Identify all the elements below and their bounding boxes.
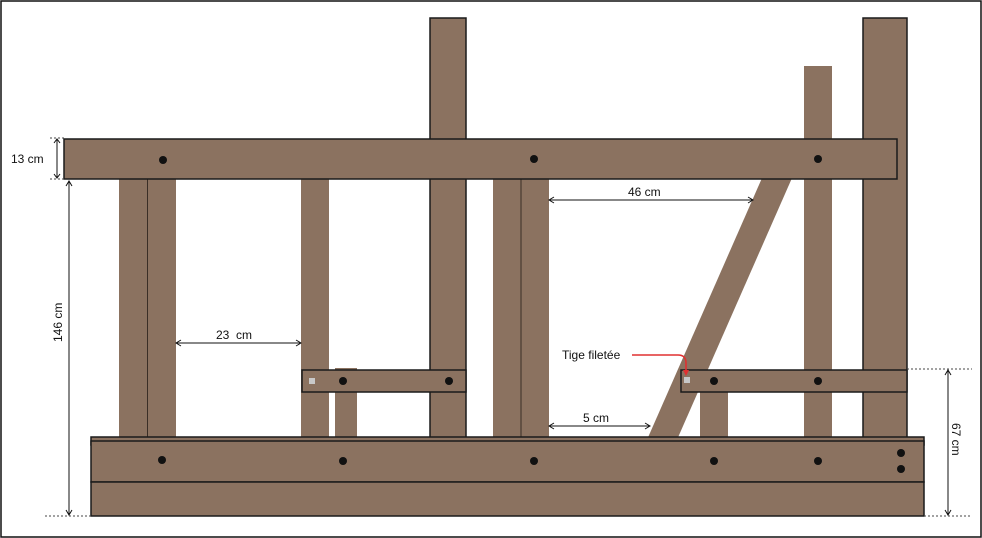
- bolt: [897, 465, 905, 473]
- bolt: [710, 457, 718, 465]
- post-center-b: [521, 178, 549, 442]
- bolt: [530, 155, 538, 163]
- threaded-rod-end-left: [309, 378, 315, 384]
- dimension-label-67cm: 67 cm: [949, 423, 963, 456]
- cross-rail-left: [301, 369, 467, 393]
- top-beam: [63, 138, 898, 180]
- bolt: [339, 457, 347, 465]
- bolt: [445, 377, 453, 385]
- bolt: [339, 377, 347, 385]
- bolt: [159, 156, 167, 164]
- bolt: [158, 456, 166, 464]
- bolts: [158, 155, 905, 473]
- bolt: [897, 449, 905, 457]
- post-left-a: [119, 178, 147, 442]
- dimension-label-13cm: 13 cm: [11, 152, 44, 166]
- post-center-a: [493, 178, 521, 442]
- bolt: [814, 457, 822, 465]
- annotation-threaded-rod: Tige filetée: [562, 348, 689, 376]
- dimension-label-146cm: 146 cm: [51, 303, 65, 342]
- bolt: [530, 457, 538, 465]
- dimension-label-46cm: 46 cm: [628, 185, 661, 199]
- post-left-b: [148, 178, 176, 442]
- bolt: [814, 155, 822, 163]
- post-mid-left: [301, 178, 329, 442]
- dimension-top-beam: 13 cm: [11, 137, 64, 180]
- dimension-brace-gap: 46 cm: [548, 185, 754, 204]
- base-beam-upper: [90, 440, 925, 483]
- dimension-small-gap: 5 cm: [548, 411, 651, 430]
- dimension-label-23cm: 23 cm: [216, 328, 252, 342]
- bolt: [710, 377, 718, 385]
- short-block-right: [700, 384, 728, 442]
- base-beam-lower: [90, 481, 925, 517]
- threaded-rod-end-right: [684, 377, 690, 383]
- annotation-label-threaded-rod: Tige filetée: [562, 348, 621, 362]
- dimension-total-height: 146 cm: [45, 180, 91, 517]
- dimension-label-5cm: 5 cm: [583, 411, 609, 425]
- cross-rail-right: [680, 369, 908, 393]
- bolt: [814, 377, 822, 385]
- dimension-lower-height: 67 cm: [907, 368, 972, 517]
- dimension-post-gap: 23 cm: [175, 328, 302, 347]
